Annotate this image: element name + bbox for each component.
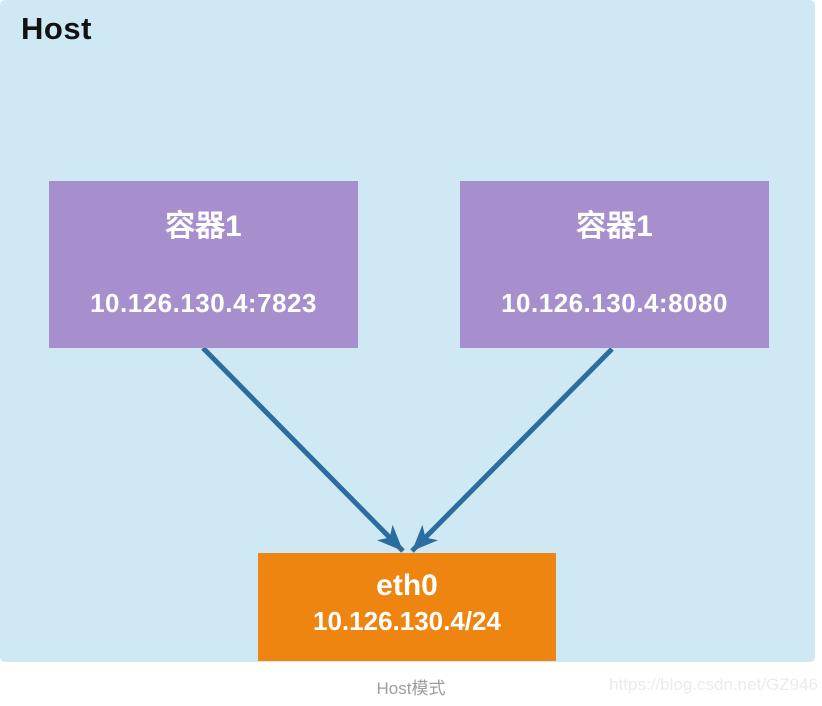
eth0-title: eth0 [376,569,438,602]
eth0-box: eth0 10.126.130.4/24 [258,553,556,661]
container-box-1: 容器1 10.126.130.4:7823 [49,181,358,348]
eth0-address: 10.126.130.4/24 [313,606,501,636]
container-2-address: 10.126.130.4:8080 [501,288,728,318]
container-2-title: 容器1 [576,210,653,243]
diagram-caption: Host模式 [376,679,446,698]
watermark-text: https://blog.csdn.net/GZ946 [609,675,818,694]
container-box-2: 容器1 10.126.130.4:8080 [460,181,769,348]
host-label: Host [21,11,92,46]
container-1-title: 容器1 [165,210,242,243]
container-1-address: 10.126.130.4:7823 [90,288,317,318]
